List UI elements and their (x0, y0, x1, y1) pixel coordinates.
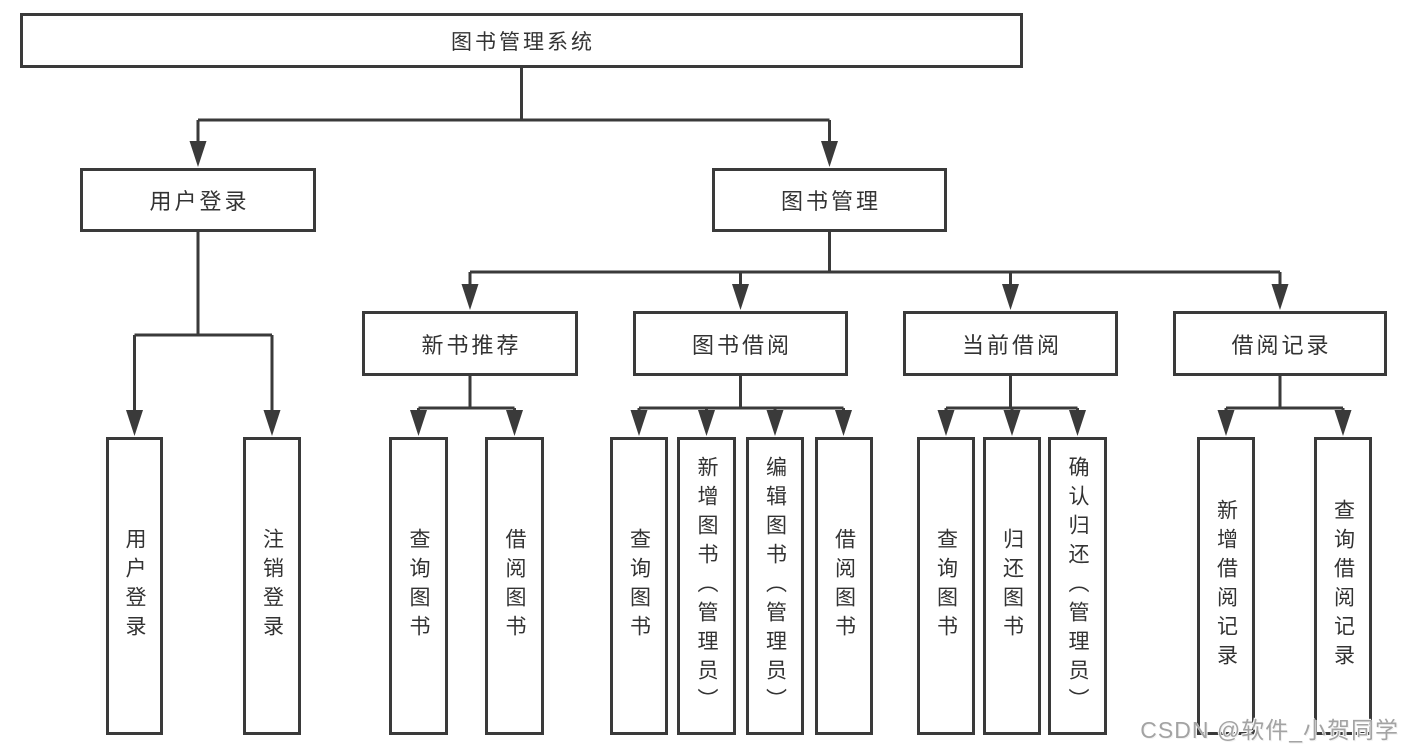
node-label: 新书推荐 (421, 332, 522, 358)
leaf-label: 查询图书 (627, 528, 651, 644)
leaf-label: 查询借阅记录 (1331, 499, 1355, 673)
leaf-label: 借阅图书 (503, 528, 526, 644)
leaf-query-book-1: 查询图书 (389, 437, 448, 735)
leaf-return-book: 归还图书 (983, 437, 1041, 735)
node-current-borrowing: 当前借阅 (903, 311, 1118, 376)
node-book-management: 图书管理 (712, 168, 947, 232)
node-borrowing-records: 借阅记录 (1173, 311, 1387, 376)
leaf-add-borrow-record: 新增借阅记录 (1197, 437, 1255, 735)
node-label: 图书管理系统 (451, 30, 595, 54)
node-label: 图书借阅 (691, 332, 792, 358)
leaf-label: 注销登录 (260, 528, 284, 644)
csdn-watermark: CSDN @软件_小贺同学 (1140, 717, 1399, 743)
leaf-label: 用户登录 (123, 528, 146, 644)
node-label: 当前借阅 (961, 332, 1062, 358)
leaf-query-book-2: 查询图书 (610, 437, 668, 735)
node-library-management-system: 图书管理系统 (20, 13, 1023, 68)
leaf-logout: 注销登录 (243, 437, 301, 735)
node-label: 图书管理 (780, 189, 881, 214)
leaf-edit-book-admin: 编辑图书（管理员） (746, 437, 804, 735)
node-new-book-recommend: 新书推荐 (362, 311, 578, 376)
leaf-borrow-book-2: 借阅图书 (815, 437, 873, 735)
node-book-borrowing: 图书借阅 (633, 311, 848, 376)
leaf-label: 归还图书 (1000, 528, 1024, 644)
leaf-label: 借阅图书 (832, 528, 856, 644)
leaf-query-borrow-record: 查询借阅记录 (1314, 437, 1372, 735)
leaf-label: 编辑图书（管理员） (763, 455, 787, 717)
leaf-label: 新增图书（管理员） (695, 455, 718, 717)
leaf-label: 新增借阅记录 (1214, 499, 1238, 673)
leaf-label: 查询图书 (934, 528, 958, 644)
leaf-label: 确认归还（管理员） (1066, 455, 1089, 717)
leaf-confirm-return-admin: 确认归还（管理员） (1048, 437, 1107, 735)
node-label: 借阅记录 (1231, 332, 1332, 358)
leaf-label: 查询图书 (407, 528, 430, 644)
leaf-user-login: 用户登录 (106, 437, 163, 735)
node-user-login: 用户登录 (80, 168, 316, 232)
leaf-add-book-admin: 新增图书（管理员） (677, 437, 736, 735)
node-label: 用户登录 (149, 189, 250, 214)
leaf-query-book-3: 查询图书 (917, 437, 975, 735)
leaf-borrow-book-1: 借阅图书 (485, 437, 544, 735)
